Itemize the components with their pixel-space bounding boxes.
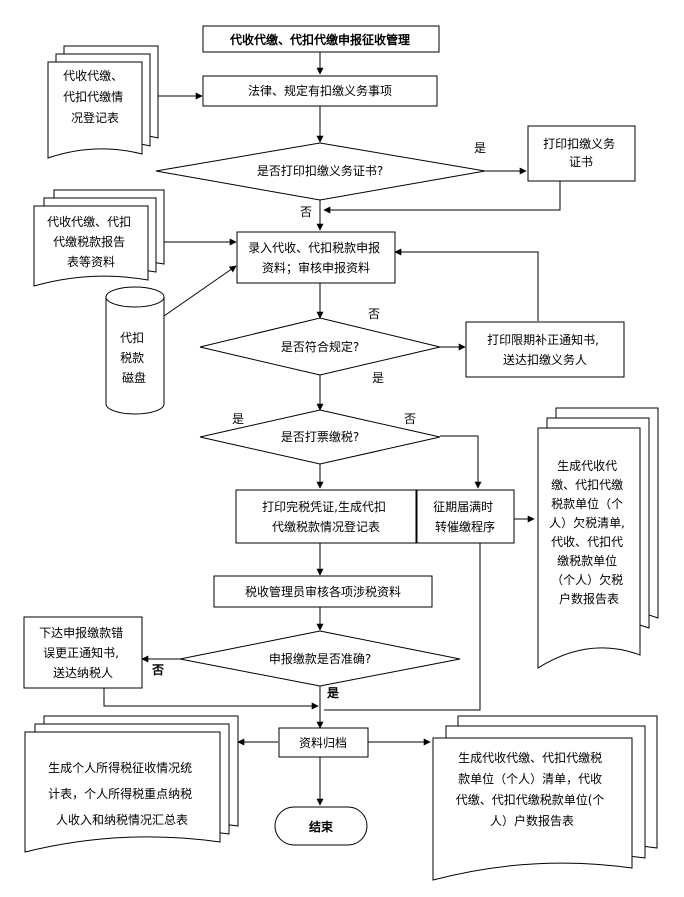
register-form-doc bbox=[47, 45, 159, 159]
overdue-line: 征期届满时 bbox=[433, 500, 493, 514]
arrears-list-line: 生成代收代 bbox=[557, 459, 617, 473]
disk-line: 代扣 bbox=[120, 331, 144, 345]
arrow-error-to-archive bbox=[103, 688, 319, 710]
error-notice-line: 下达申报缴款错 bbox=[39, 625, 123, 640]
admin-review-box bbox=[213, 575, 433, 608]
node-text: 代收代缴、代扣代缴申报征收管理 代收代缴、 代扣代缴情 况登记表 法律、规定有扣… bbox=[39, 32, 629, 834]
label-no-q2: 否 bbox=[368, 307, 380, 321]
summary-stats-text: 生成个人所得税征收情况统 计表，个人所得税重点纳税 人收入和纳税情况汇总表 bbox=[48, 760, 196, 827]
arrears-list-line: 人）欠税清单, bbox=[549, 515, 625, 530]
entry-review-line: 录入代收、代扣税款申报 bbox=[248, 240, 380, 255]
unit-list-line: 人）户数报告表 bbox=[490, 813, 574, 828]
label-no-q4: 否 bbox=[151, 663, 164, 677]
correction-notice-line: 打印限期补正通知书, bbox=[487, 333, 599, 347]
print-cert-decision bbox=[155, 142, 486, 201]
report-forms-text: 代收代缴、代扣 代缴税款报告 表等资料 bbox=[47, 214, 135, 269]
report-forms-line: 代收代缴、代扣 bbox=[47, 214, 131, 229]
overdue-line: 转催缴程序 bbox=[435, 519, 495, 534]
connectors bbox=[103, 52, 561, 806]
error-notice-line: 送达纳税人 bbox=[53, 665, 113, 680]
unit-list-line: 代缴、代扣代缴税款单位(个 bbox=[456, 792, 605, 807]
report-forms-line: 代缴税款报告 bbox=[53, 234, 125, 249]
disk-cylinder bbox=[105, 286, 165, 415]
print-voucher-text: 打印完税凭证,生成代扣 代缴税款情况登记表 bbox=[262, 499, 390, 534]
overdue-box bbox=[416, 489, 515, 544]
arrow-q3-no bbox=[440, 435, 482, 489]
compliant-question: 是否符合规定? bbox=[281, 339, 359, 354]
label-no-q3: 否 bbox=[404, 412, 416, 426]
print-cert-line: 证书 bbox=[569, 155, 593, 169]
print-voucher-box bbox=[235, 489, 417, 544]
arrears-list-line: （个人）欠税 bbox=[551, 572, 623, 587]
overdue-text: 征期届满时 转催缴程序 bbox=[433, 500, 497, 534]
arrow-disk-to-entry bbox=[163, 265, 237, 317]
arrears-list-text: 生成代收代 缴、代扣代缴 税款单位（个 人）欠税清单, 代收、代扣代 缴税款单位… bbox=[549, 459, 629, 606]
arrears-list-line: 代收、代扣代 bbox=[551, 535, 623, 549]
print-voucher-line: 代缴税款情况登记表 bbox=[272, 519, 380, 534]
title-text: 代收代缴、代扣代缴申报征收管理 bbox=[229, 32, 410, 47]
pay-question: 是否打票缴税? bbox=[281, 429, 359, 444]
node-shapes bbox=[23, 25, 659, 881]
error-notice-box bbox=[23, 616, 143, 689]
accurate-question: 申报缴款是否准确? bbox=[269, 651, 371, 666]
register-form-text: 代收代缴、 代扣代缴情 况登记表 bbox=[63, 68, 127, 125]
accurate-decision bbox=[179, 630, 461, 687]
correction-notice-line: 送达扣缴义务人 bbox=[503, 352, 587, 367]
archive-text: 资料归档 bbox=[299, 736, 347, 750]
summary-stats-line: 计表，个人所得税重点纳税 bbox=[48, 786, 192, 801]
unit-list-line: 生成代收代缴、代扣代缴税 bbox=[458, 750, 602, 765]
disk-text: 代扣 税款 磁盘 bbox=[120, 331, 148, 385]
unit-list-doc bbox=[432, 715, 658, 881]
print-cert-box bbox=[527, 125, 636, 182]
archive-box bbox=[278, 727, 369, 758]
correction-notice-text: 打印限期补正通知书, 送达扣缴义务人 bbox=[487, 333, 603, 367]
disk-line: 税款 bbox=[120, 351, 144, 365]
correction-notice-box bbox=[465, 321, 625, 378]
arrow-print-cert-back bbox=[323, 181, 561, 214]
arrow-correction-back bbox=[394, 248, 539, 321]
entry-review-box bbox=[236, 231, 396, 284]
title-box bbox=[202, 25, 440, 53]
summary-stats-line: 人收入和纳税情况汇总表 bbox=[56, 813, 188, 827]
register-form-line: 代扣代缴情 bbox=[63, 89, 123, 104]
report-forms-line: 表等资料 bbox=[67, 255, 115, 269]
label-no-q1: 否 bbox=[300, 205, 312, 219]
print-voucher-line: 打印完税凭证,生成代扣 bbox=[262, 499, 386, 514]
print-cert-text: 打印扣缴义务 证书 bbox=[543, 136, 619, 169]
summary-stats-doc bbox=[24, 715, 239, 853]
compliant-decision bbox=[199, 317, 441, 376]
label-yes-q3: 是 bbox=[232, 412, 244, 426]
error-notice-line: 误更正通知书, bbox=[43, 646, 119, 660]
arrow-overdue-to-archive bbox=[324, 543, 481, 711]
legal-matters-text: 法律、规定有扣缴义务事项 bbox=[248, 83, 392, 98]
legal-matters-box bbox=[202, 75, 438, 107]
disk-line: 磁盘 bbox=[122, 370, 146, 385]
label-yes-q1: 是 bbox=[474, 141, 486, 155]
arrears-list-line: 户数报告表 bbox=[559, 591, 619, 606]
arrears-list-doc bbox=[537, 407, 659, 669]
unit-list-text: 生成代收代缴、代扣代缴税 款单位（个人）清单，代收 代缴、代扣代缴税款单位(个 … bbox=[456, 750, 609, 828]
error-notice-text: 下达申报缴款错 误更正通知书, 送达纳税人 bbox=[39, 625, 127, 680]
label-yes-q4: 是 bbox=[326, 686, 340, 700]
pay-decision bbox=[199, 409, 441, 465]
arrears-list-line: 税款单位（个 bbox=[551, 496, 623, 511]
end-terminator bbox=[274, 806, 368, 846]
report-forms-doc bbox=[33, 189, 165, 287]
register-form-line: 代收代缴、 bbox=[63, 68, 123, 83]
label-yes-q2: 是 bbox=[372, 371, 384, 385]
print-cert-line: 打印扣缴义务 bbox=[543, 136, 615, 151]
end-text: 结束 bbox=[309, 819, 334, 834]
register-form-line: 况登记表 bbox=[71, 110, 119, 125]
arrears-list-line: 缴税款单位 bbox=[557, 553, 617, 568]
arrears-list-line: 缴、代扣代缴 bbox=[551, 477, 623, 492]
admin-review-text: 税收管理员审核各项涉税资料 bbox=[245, 584, 401, 599]
unit-list-line: 款单位（个人）清单，代收 bbox=[458, 771, 602, 786]
summary-stats-line: 生成个人所得税征收情况统 bbox=[48, 760, 192, 775]
entry-review-line: 资料；审核申报资料 bbox=[262, 260, 370, 275]
print-cert-question: 是否打印扣缴义务证书? bbox=[257, 163, 383, 178]
entry-review-text: 录入代收、代扣税款申报 资料；审核申报资料 bbox=[248, 240, 384, 275]
